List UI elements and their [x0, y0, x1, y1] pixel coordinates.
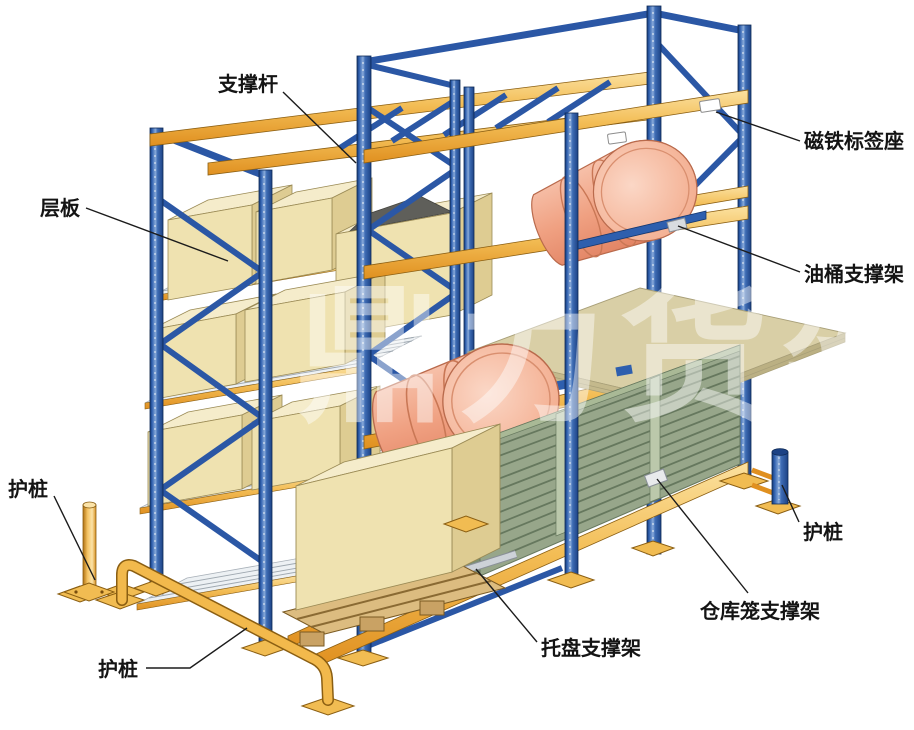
label-guard-post-right: 护桩 [781, 484, 843, 544]
guard-post-right-label: 护桩 [803, 520, 843, 544]
label-oil-drum-rack: 油桶支撑架 [677, 225, 904, 286]
support-bar-label: 支撑杆 [218, 72, 278, 96]
left-frame [149, 127, 273, 653]
guard-rail [116, 559, 334, 706]
label-guard-post-bottom: 护桩 [98, 627, 248, 681]
guard-post-bottom-label: 护桩 [98, 657, 138, 681]
pallet-with-box [281, 423, 518, 647]
label-pallet-support-rack: 托盘支撑架 [475, 568, 641, 660]
label-guard-post-left: 护桩 [8, 477, 96, 581]
column-guard-right [751, 448, 789, 505]
shelf-panel-label: 层板 [40, 196, 81, 220]
label-support-bar: 支撑杆 [218, 72, 357, 164]
pallet-support-rack-label: 托盘支撑架 [541, 636, 641, 660]
oil-drum-rack-label: 油桶支撑架 [804, 262, 904, 286]
bollard-left [62, 501, 116, 602]
label-magnet-label-holder: 磁铁标签座 [715, 111, 904, 153]
annotations: 支撑杆 磁铁标签座 层板 油桶支撑架 护桩 护桩 托盘支撑架 仓库笼支撑架 [8, 72, 904, 681]
magnet-label-holder [607, 98, 722, 145]
watermark: 鼎力货架 [296, 277, 914, 441]
cage-support-rack-label: 仓库笼支撑架 [699, 599, 820, 623]
label-shelf-panel: 层板 [40, 196, 229, 262]
oil-drum-top [531, 139, 698, 266]
magnet-label-holder-label: 磁铁标签座 [804, 129, 904, 153]
guard-post-left-label: 护桩 [8, 477, 48, 501]
label-cage-support-rack: 仓库笼支撑架 [656, 478, 820, 623]
cage-support-bracket [643, 468, 669, 488]
